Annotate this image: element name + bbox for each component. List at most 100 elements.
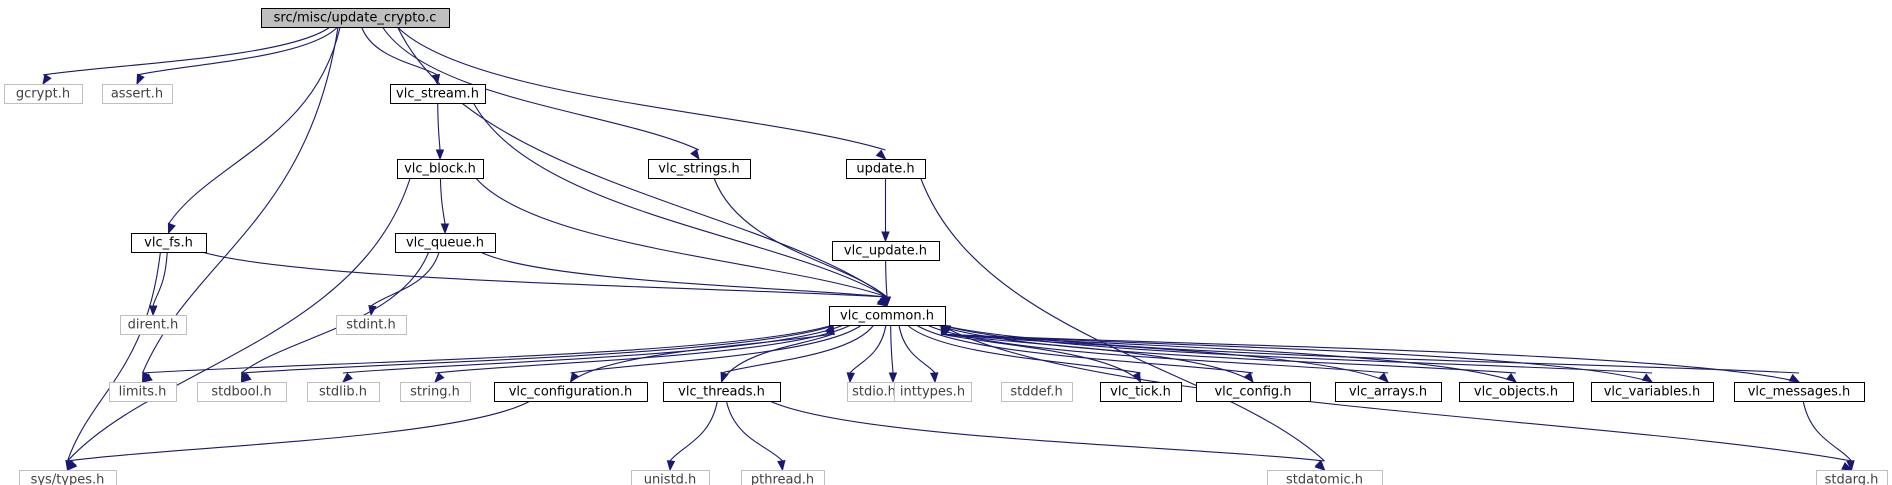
edge-line — [725, 400, 783, 462]
node-label: vlc_common.h — [840, 309, 934, 324]
edge-line — [241, 324, 836, 374]
edge-line — [241, 251, 430, 374]
edge-line — [397, 26, 886, 151]
edge-vlc_common-to-stdarg — [940, 324, 1853, 471]
node-box — [120, 315, 187, 335]
edge-vlc_common-to-stdio — [846, 324, 887, 384]
node-label: vlc_tick.h — [1110, 385, 1171, 400]
edge-line — [42, 26, 331, 76]
node-box — [109, 382, 177, 402]
arrow-head — [690, 148, 700, 161]
edge-line — [940, 324, 1852, 462]
node-box — [663, 382, 781, 402]
node-label: string.h — [410, 385, 460, 400]
edge-line — [570, 333, 834, 383]
node-vlc-update[interactable]: vlc_update.h — [832, 241, 940, 261]
node-label: stdarg.h — [1825, 473, 1879, 485]
edge-line — [915, 324, 1254, 374]
edge-root-to-assert — [136, 26, 338, 86]
node-label: vlc_configuration.h — [509, 385, 633, 400]
node-label: dirent.h — [128, 318, 179, 333]
edge-line — [201, 251, 888, 298]
arrow-head — [888, 372, 898, 384]
node-vlc-common[interactable]: vlc_common.h — [829, 306, 946, 326]
node-label: stdlib.h — [319, 385, 367, 400]
arrow-head — [435, 149, 445, 161]
node-vlc-messages[interactable]: vlc_messages.h — [1734, 382, 1865, 402]
edge-line — [480, 251, 888, 298]
edge-line — [1802, 400, 1852, 462]
node-stdlib: stdlib.h — [307, 382, 380, 402]
edge-line — [940, 333, 1141, 383]
edge-vlc_configuration-to-sys_types — [66, 400, 531, 471]
node-vlc-block[interactable]: vlc_block.h — [397, 159, 484, 179]
node-unistd: unistd.h — [631, 470, 710, 485]
node-box — [4, 84, 83, 104]
arrow-head — [1846, 460, 1855, 472]
node-stddef: stddef.h — [1001, 382, 1073, 402]
arrow-head — [42, 73, 52, 86]
edges-layer — [42, 26, 1855, 472]
node-label: vlc_config.h — [1214, 385, 1291, 400]
node-vlc-queue[interactable]: vlc_queue.h — [395, 233, 496, 253]
node-box — [1816, 470, 1888, 485]
edge-line — [67, 400, 531, 462]
arrow-head — [875, 149, 887, 160]
node-vlc-strings[interactable]: vlc_strings.h — [648, 159, 751, 179]
edge-line — [940, 333, 1389, 383]
edge-line — [472, 102, 888, 298]
node-vlc-arrays[interactable]: vlc_arrays.h — [1335, 382, 1442, 402]
arrow-head — [777, 460, 786, 472]
node-update[interactable]: update.h — [846, 159, 926, 179]
node-label: vlc_update.h — [844, 244, 927, 259]
node-label: vlc_block.h — [404, 162, 476, 177]
node-vlc-config[interactable]: vlc_config.h — [1196, 382, 1311, 402]
edge-vlc_threads-to-pthread — [725, 400, 786, 472]
node-vlc-objects[interactable]: vlc_objects.h — [1459, 382, 1574, 402]
edge-line — [940, 333, 1653, 383]
node-vlc-configuration[interactable]: vlc_configuration.h — [494, 382, 648, 402]
edge-line — [769, 400, 1325, 462]
edge-line — [136, 26, 338, 76]
node-vlc-stream[interactable]: vlc_stream.h — [390, 84, 486, 104]
node-label: vlc_threads.h — [678, 385, 765, 400]
edge-vlc_stream-to-vlc_common — [472, 102, 888, 308]
arrow-head — [167, 222, 176, 235]
edge-vlc_fs-to-vlc_common — [201, 251, 889, 307]
edge-line — [940, 333, 1517, 383]
edge-line — [713, 177, 888, 298]
edge-vlc_arrays-to-vlc_common — [940, 324, 1389, 383]
node-label: vlc_queue.h — [406, 236, 484, 251]
node-vlc-fs[interactable]: vlc_fs.h — [131, 233, 207, 253]
node-vlc-tick[interactable]: vlc_tick.h — [1100, 382, 1182, 402]
edge-vlc_common-to-stddef — [898, 324, 939, 384]
node-label: vlc_messages.h — [1748, 385, 1851, 400]
edge-vlc_stream-to-vlc_block — [435, 102, 445, 161]
edge-root-to-gcrypt — [42, 26, 331, 86]
node-box — [832, 241, 940, 261]
edge-line — [885, 259, 888, 298]
edge-line — [67, 177, 411, 462]
edge-vlc_queue-to-stdint — [368, 251, 440, 317]
arrow-head — [440, 223, 450, 235]
edge-vlc_common-to-limits — [141, 324, 834, 383]
node-label: vlc_variables.h — [1604, 385, 1701, 400]
edge-line — [66, 251, 161, 462]
node-label: src/misc/update_crypto.c — [274, 11, 437, 26]
edge-vlc_fs-to-dirent — [149, 251, 168, 317]
edge-line — [475, 177, 888, 298]
edge-vlc_queue-to-vlc_common — [480, 251, 888, 308]
arrow-head — [341, 372, 353, 383]
node-label: inttypes.h — [900, 385, 965, 400]
edge-line — [721, 333, 834, 383]
edge-vlc_block-to-vlc_queue — [439, 177, 450, 235]
edge-line — [437, 102, 441, 151]
node-label: update.h — [856, 162, 914, 177]
edge-vlc_fs-to-sys_types — [65, 251, 161, 472]
node-root[interactable]: src/misc/update_crypto.c — [261, 8, 450, 28]
edge-vlc_common-to-vlc_objects — [937, 324, 1518, 383]
node-box — [131, 233, 207, 253]
node-vlc-variables[interactable]: vlc_variables.h — [1591, 382, 1714, 402]
node-vlc-threads[interactable]: vlc_threads.h — [663, 382, 781, 402]
